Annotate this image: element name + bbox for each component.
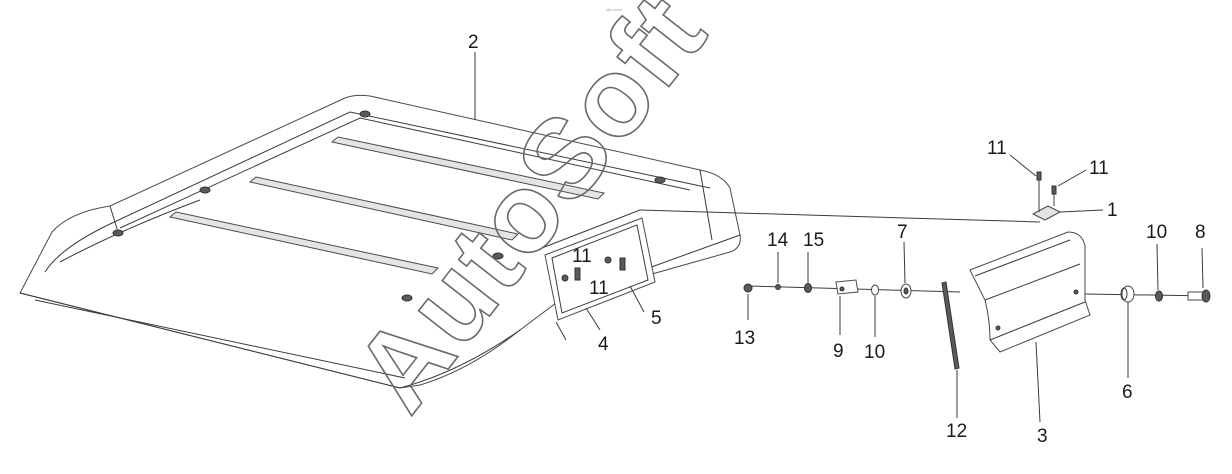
callout-4: 4 — [598, 334, 609, 355]
callout-9: 9 — [833, 341, 844, 362]
callout-10: 10 — [864, 342, 885, 363]
callout-11: 11 — [572, 246, 592, 267]
roof-rib-1 — [330, 136, 606, 200]
hatch-fastener — [561, 274, 569, 282]
hatch-frame — [544, 217, 656, 321]
roof-panel — [19, 94, 741, 389]
callout-11: 11 — [589, 278, 609, 299]
roof-rib-2 — [248, 176, 520, 241]
callout-5: 5 — [651, 308, 662, 329]
leader-line — [639, 209, 1041, 223]
bolt-hole — [199, 186, 211, 194]
hatch-hinge — [574, 267, 581, 281]
washer-14 — [775, 284, 781, 290]
callout-1: 1 — [1107, 200, 1118, 221]
cover-plate — [969, 231, 1091, 353]
screw — [1036, 171, 1042, 181]
screw — [1051, 185, 1057, 195]
callout-13: 13 — [734, 328, 755, 349]
bolt-hole — [359, 110, 371, 118]
callout-8: 8 — [1195, 222, 1206, 243]
bolt-hole — [492, 252, 504, 260]
callout-14: 14 — [767, 230, 789, 251]
bolt-hole — [401, 294, 413, 302]
roof-rib-3 — [168, 211, 440, 275]
seal-strip-12 — [941, 281, 960, 370]
callout-11: 11 — [987, 138, 1007, 159]
bolt-hole — [112, 229, 124, 237]
callout-3: 3 — [1037, 426, 1048, 447]
washer-10 — [1155, 290, 1163, 302]
hatch-fastener — [604, 256, 612, 264]
header-fragment: ᵃᴬᵃ ᵐᵐᵐ — [606, 8, 622, 14]
washer-15 — [804, 283, 812, 293]
bracket — [1031, 205, 1062, 221]
bolt-hole — [654, 176, 666, 184]
hatch-hinge — [619, 257, 626, 271]
callout-15: 15 — [803, 230, 824, 251]
plate-9 — [835, 279, 859, 295]
callout-11: 11 — [1089, 158, 1109, 179]
callout-12: 12 — [946, 421, 967, 442]
callout-2: 2 — [468, 32, 479, 53]
callout-7: 7 — [897, 222, 908, 243]
nut-13 — [743, 283, 753, 293]
bracket-assembly — [1031, 171, 1062, 221]
callout-labels: 2 11 11 1 10 8 14 15 7 11 11 5 4 13 9 10… — [468, 32, 1206, 447]
callout-leaders — [474, 52, 1204, 423]
callout-10: 10 — [1146, 222, 1167, 243]
callout-6: 6 — [1122, 382, 1133, 403]
washer-10 — [871, 284, 879, 296]
